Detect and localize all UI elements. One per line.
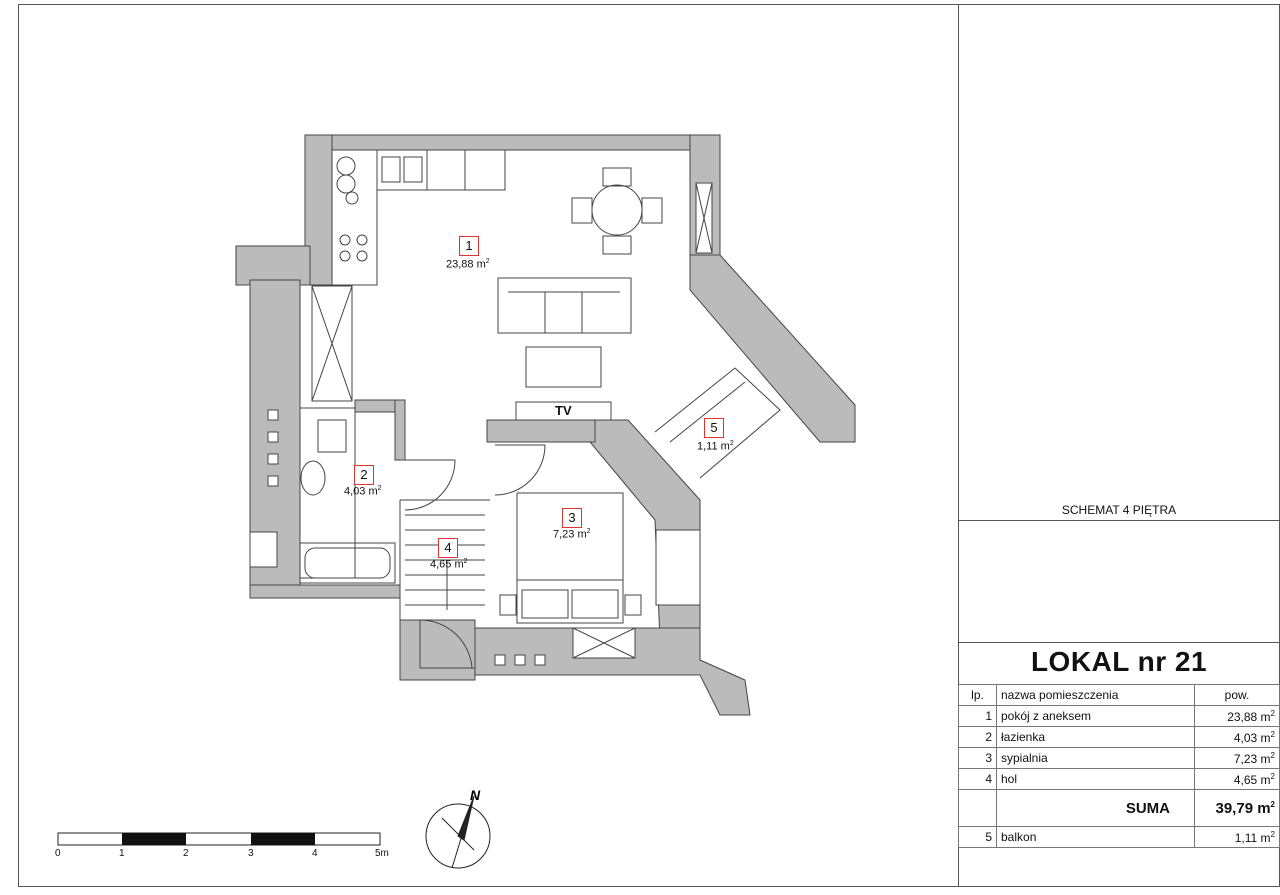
row-lp: 3 [958,747,997,769]
balkon-row: 5 balkon 1,11 m2 [958,826,1280,848]
wall-bath-right [394,399,406,461]
scale-label: 2 [183,848,189,859]
header-area: pow. [1194,684,1280,706]
wall-core-top [486,419,596,443]
suma-value: 39,79 m2 [1194,789,1280,827]
tv-label: TV [555,403,572,418]
wall-bottom-mid [399,619,476,681]
room-area: 4,65 m2 [430,558,468,571]
row-name: pokój z aneksem [996,705,1195,727]
row-area: 4,03 m2 [1194,726,1280,748]
room-number: 1 [459,236,479,256]
row-name: łazienka [996,726,1195,748]
table-row: 3 sypialnia 7,23 m2 [958,747,1280,769]
wall-bottom-right [474,627,751,716]
row-area: 4,65 m2 [1194,768,1280,790]
row-area: 1,11 m2 [1194,826,1280,848]
row-area: 23,88 m2 [1194,705,1280,727]
wall-top [304,134,721,151]
wall-left-wing [235,245,311,286]
room-area: 4,03 m2 [344,485,382,498]
row-lp: 1 [958,705,997,727]
room-area: 1,11 m2 [697,440,734,453]
scale-label: 4 [312,848,318,859]
header-lp: lp. [958,684,997,706]
rooms-table: lp. nazwa pomieszczenia pow. 1 pokój z a… [958,684,1280,848]
row-lp: 2 [958,726,997,748]
room-number: 5 [704,418,724,438]
scale-label: 1 [119,848,125,859]
table-row: 2 łazienka 4,03 m2 [958,726,1280,748]
row-name: balkon [996,826,1195,848]
table-header: lp. nazwa pomieszczenia pow. [958,684,1280,706]
wall-right-diagonal [689,254,856,443]
row-lp: 5 [958,826,997,848]
suma-label: SUMA [996,789,1195,827]
scale-bar [57,832,381,846]
room-number: 4 [438,538,458,558]
floor-plan: N [57,134,856,869]
table-row: 4 hol 4,65 m2 [958,768,1280,790]
room-number: 2 [354,465,374,485]
suma-row: SUMA 39,79 m2 [958,789,1280,827]
row-name: sypialnia [996,747,1195,769]
north-label: N [470,787,481,803]
wall-bath-top [354,399,401,413]
north-arrow [425,795,491,869]
row-name: hol [996,768,1195,790]
header-name: nazwa pomieszczenia [996,684,1195,706]
room-area: 7,23 m2 [553,528,591,541]
room-number: 3 [562,508,582,528]
lokal-title: LOKAL nr 21 [1030,646,1208,677]
row-area: 7,23 m2 [1194,747,1280,769]
table-row: 1 pokój z aneksem 23,88 m2 [958,705,1280,727]
scale-label: 5m [375,848,389,859]
divider [958,520,1280,521]
divider [958,642,1280,643]
scale-label: 0 [55,848,61,859]
scale-label: 3 [248,848,254,859]
wall-bottom-left [249,584,401,599]
row-lp: 4 [958,768,997,790]
schemat-title: SCHEMAT 4 PIĘTRA [1061,503,1177,517]
sheet-divider [958,4,959,887]
room-area: 23,88 m2 [446,258,490,271]
